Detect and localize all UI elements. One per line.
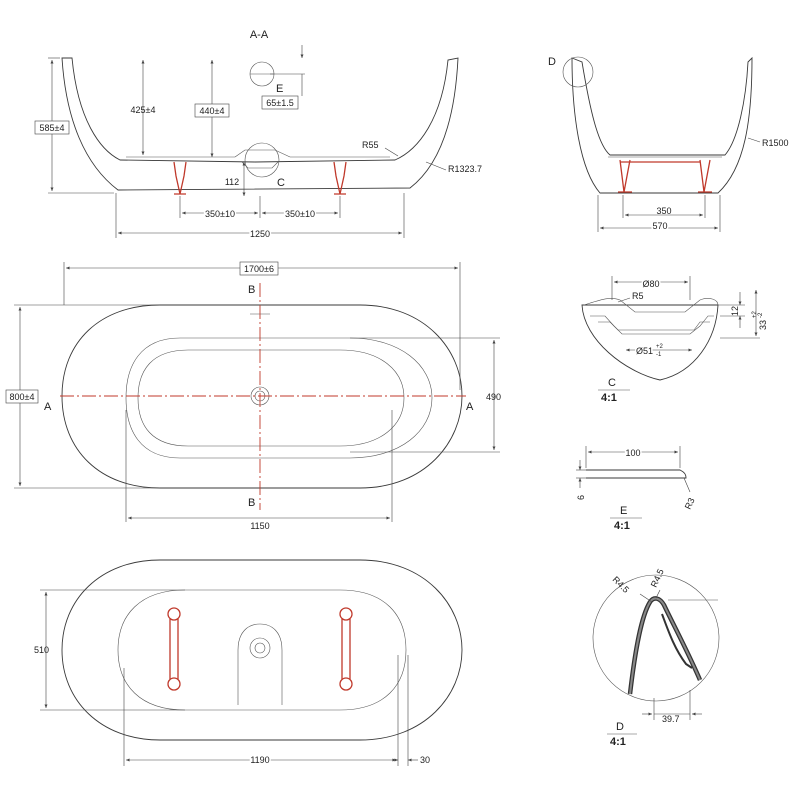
detail-d-wall-outer xyxy=(627,596,703,695)
detail-c-marker: C xyxy=(277,177,285,189)
detail-e-marker: E xyxy=(276,83,283,95)
dim-inner-width-490: 490 xyxy=(486,392,501,402)
section-b-top: B xyxy=(248,284,255,296)
dim-length-1700: 1700±6 xyxy=(244,264,274,274)
detail-d-label: D xyxy=(616,721,624,733)
side-shell-outline xyxy=(571,56,753,194)
detail-c-dim-33-tol-upper: +2 xyxy=(752,310,758,318)
dim-outer-depth-440: 440±4 xyxy=(200,106,225,116)
detail-c-dim-51-tol-upper: +2 xyxy=(656,344,664,350)
section-a-left: A xyxy=(44,401,52,413)
detail-c-dim-80: Ø80 xyxy=(642,279,659,289)
side-legs xyxy=(618,159,712,193)
dim-base-length-1190: 1190 xyxy=(250,755,269,765)
detail-d-scale: 4:1 xyxy=(610,736,626,748)
dim-rim-65: 65±1.5 xyxy=(266,98,293,108)
section-a-right: A xyxy=(466,401,474,413)
detail-c: Ø80 R5 12 33 +2 -2 Ø51 +2 -1 C 4:1 xyxy=(581,276,768,404)
dim-leg-span-350: 350 xyxy=(656,206,671,216)
left-leg xyxy=(173,161,187,195)
dim-base-width-510: 510 xyxy=(34,645,49,655)
detail-c-radius-r5: R5 xyxy=(632,291,644,301)
detail-c-outline xyxy=(581,304,719,381)
detail-c-callout xyxy=(244,142,280,178)
drain-recess xyxy=(234,149,291,169)
detail-e: 100 6 R3 E 4:1 xyxy=(576,446,697,532)
detail-d-callout xyxy=(562,56,594,88)
bottom-outer-outline xyxy=(61,559,463,741)
dim-right-leg-350: 350±10 xyxy=(285,209,315,219)
detail-d-radius-left: R4.5 xyxy=(611,574,632,595)
detail-e-profile xyxy=(586,469,687,479)
detail-c-dim-51: Ø51 xyxy=(636,346,653,356)
detail-d-wall-inner xyxy=(661,613,693,669)
bottom-drain-channel xyxy=(237,623,283,705)
detail-c-dim-12: 12 xyxy=(730,306,740,316)
top-basin-outline xyxy=(137,349,405,447)
dim-side-base-570: 570 xyxy=(652,221,667,231)
top-view: A A B B 1700±6 800±4 490 1150 xyxy=(5,261,501,531)
detail-d-dim-39: 39.7 xyxy=(662,714,680,724)
section-aa-view: A-A E C 585±4 425±4 440±4 xyxy=(34,29,482,241)
dim-width-800: 800±4 xyxy=(10,392,35,402)
detail-c-dim-51-tol-lower: -1 xyxy=(656,352,662,358)
section-b-bottom: B xyxy=(248,497,255,509)
dim-inner-length-1150: 1150 xyxy=(250,521,269,531)
radius-r55: R55 xyxy=(362,140,379,150)
bottom-view: 510 1190 30 xyxy=(34,559,463,767)
detail-c-dim-33-tol-lower: -2 xyxy=(758,312,764,318)
detail-e-dim-6: 6 xyxy=(576,495,586,500)
detail-c-label: C xyxy=(608,377,616,389)
top-rim-outline xyxy=(125,337,433,459)
detail-d-radius-right: R4.5 xyxy=(649,567,666,588)
detail-e-scale: 4:1 xyxy=(614,520,630,532)
detail-c-scale: 4:1 xyxy=(601,392,617,404)
section-aa-title: A-A xyxy=(250,29,269,41)
right-leg xyxy=(333,161,347,195)
bottom-drain xyxy=(249,637,271,659)
detail-e-label: E xyxy=(620,505,627,517)
dim-inner-depth-425: 425±4 xyxy=(131,105,156,115)
dim-left-leg-350: 350±10 xyxy=(205,209,235,219)
bottom-right-leg xyxy=(339,607,353,691)
top-outer-outline xyxy=(61,304,463,489)
detail-e-dim-100: 100 xyxy=(625,448,640,458)
bath-shell-outline xyxy=(61,57,459,191)
side-view: D R1500 350 570 xyxy=(548,56,789,233)
dim-base-1250: 1250 xyxy=(250,229,270,239)
detail-d-marker: D xyxy=(548,56,556,68)
detail-e-radius-r3: R3 xyxy=(683,496,697,511)
bottom-base-outline xyxy=(117,589,407,711)
detail-d-circle xyxy=(592,574,720,702)
dim-height-585: 585±4 xyxy=(40,123,65,133)
radius-r1500: R1500 xyxy=(762,138,789,148)
detail-c-dim-33: 33 xyxy=(758,320,768,330)
dim-leg-112: 112 xyxy=(225,177,239,187)
detail-d: R4.5 R4.5 39.7 D 4:1 xyxy=(592,567,720,748)
bottom-left-leg xyxy=(167,607,181,691)
radius-r1323: R1323.7 xyxy=(448,164,482,174)
dim-offset-30: 30 xyxy=(420,755,430,765)
